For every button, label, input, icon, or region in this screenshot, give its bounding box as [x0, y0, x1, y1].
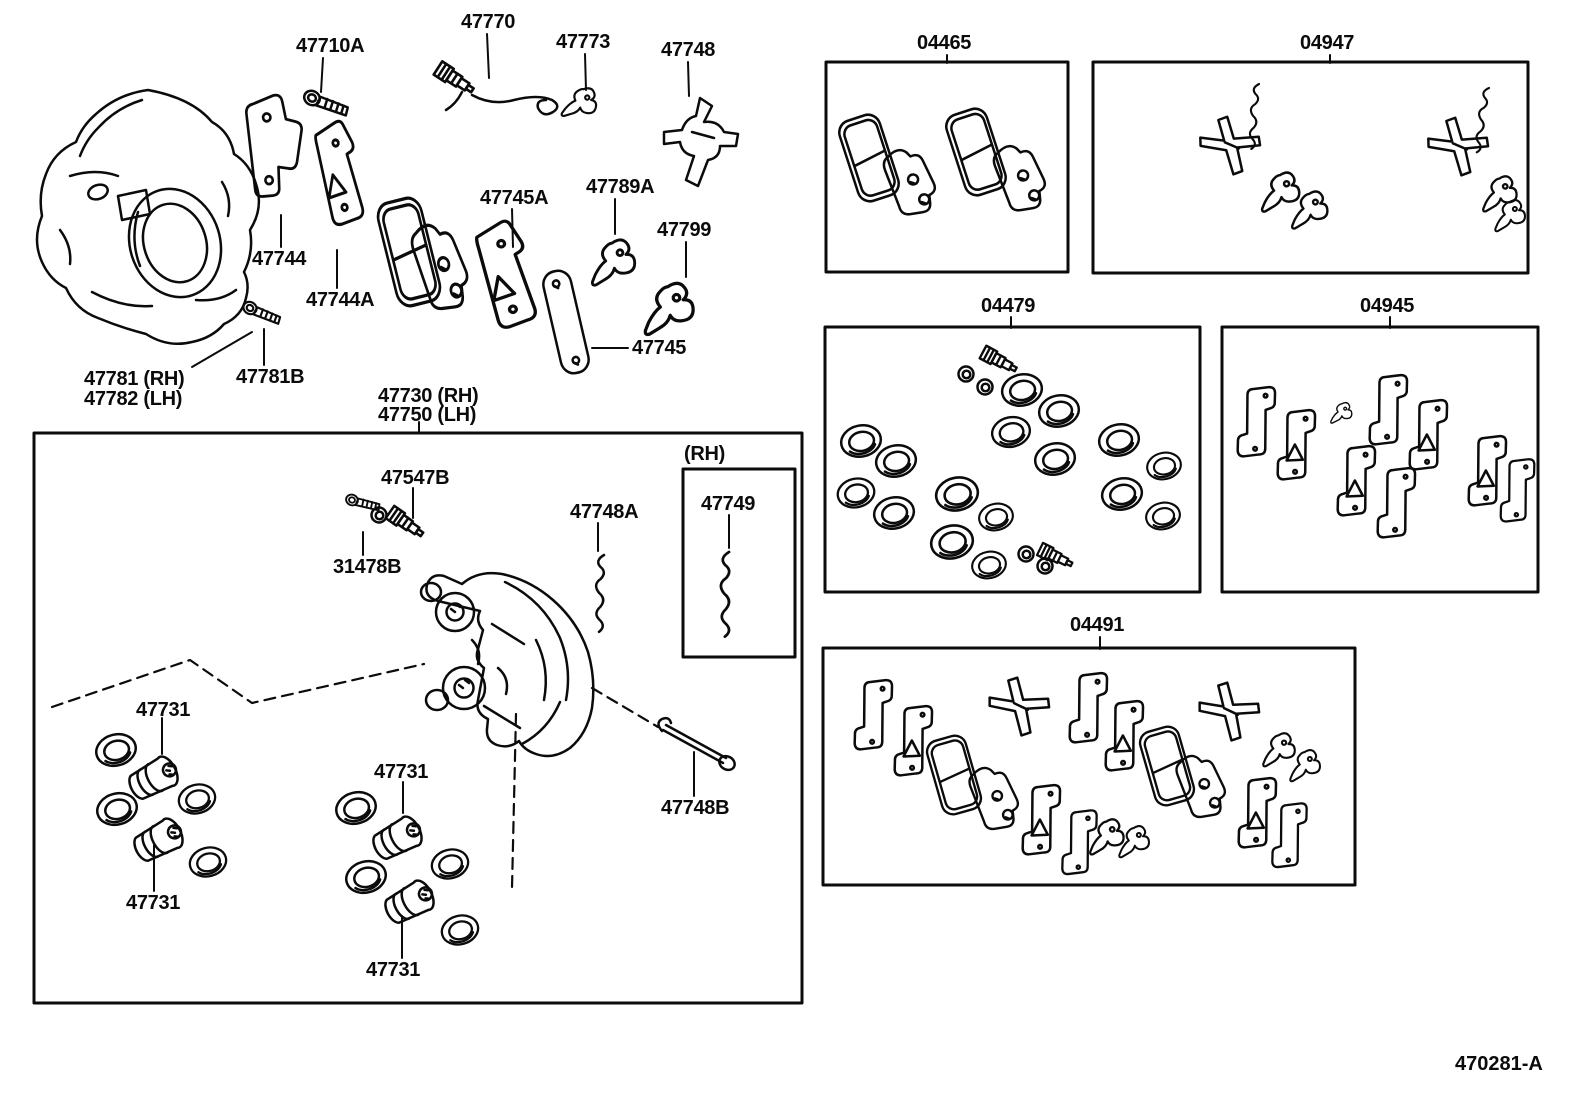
callout-47744A[interactable]: 47744A [306, 289, 375, 311]
kit-header-04945[interactable]: 04945 [1360, 295, 1415, 317]
callout-47782-lh[interactable]: 47782 (LH) [84, 388, 183, 410]
callout-31478B[interactable]: 31478B [333, 556, 402, 578]
callout-47745A[interactable]: 47745A [480, 187, 549, 209]
pad-stack-front-drawing [406, 217, 476, 315]
note-rh: (RH) [684, 443, 726, 465]
callout-47731-d[interactable]: 47731 [366, 959, 421, 981]
callout-47770[interactable]: 47770 [461, 11, 516, 33]
plate-47745A-drawing [472, 216, 539, 332]
callout-47744[interactable]: 47744 [252, 248, 307, 270]
plate-47745-drawing [539, 266, 593, 378]
pad-stack-back-drawing [373, 193, 445, 311]
callout-47731-a[interactable]: 47731 [136, 699, 191, 721]
callout-47748[interactable]: 47748 [661, 39, 716, 61]
bolt-47781B-drawing [240, 297, 283, 331]
caliper-47730-drawing [419, 571, 595, 758]
callout-47547B[interactable]: 47547B [381, 467, 450, 489]
kit-header-04947[interactable]: 04947 [1300, 32, 1355, 54]
clip-47799-drawing [639, 280, 697, 337]
callout-47799[interactable]: 47799 [657, 219, 712, 241]
figure-code: 470281-A [1455, 1053, 1543, 1075]
kit-box-outlines [32, 60, 1540, 1005]
clamp-47773-drawing [560, 83, 600, 123]
kit-header-04479[interactable]: 04479 [981, 295, 1036, 317]
callout-47745[interactable]: 47745 [632, 337, 687, 359]
callout-47773[interactable]: 47773 [556, 31, 611, 53]
callout-47731-b[interactable]: 47731 [126, 892, 181, 914]
callout-47730-rh[interactable]: 47730 (RH) [378, 385, 479, 407]
plate-47744-drawing [243, 91, 309, 199]
kit-04479-contents [833, 344, 1185, 583]
callout-47789A[interactable]: 47789A [586, 176, 655, 198]
callout-47781-rh[interactable]: 47781 (RH) [84, 368, 185, 390]
callout-47748B[interactable]: 47748B [661, 797, 730, 819]
clip-47789A-drawing [587, 237, 638, 287]
fitting-31478B-drawing [343, 490, 388, 524]
plate-47744A-drawing [312, 118, 366, 228]
callout-47710A[interactable]: 47710A [296, 35, 365, 57]
pin-47748B-drawing [657, 716, 736, 772]
callout-47731-c[interactable]: 47731 [374, 761, 429, 783]
wire-47748A-drawing [592, 553, 608, 634]
kit-header-04491[interactable]: 04491 [1070, 614, 1125, 636]
spring-47748-drawing [662, 96, 740, 188]
callout-47748A[interactable]: 47748A [570, 501, 639, 523]
kit-04491-contents [851, 668, 1322, 879]
kit-header-04465[interactable]: 04465 [917, 32, 972, 54]
callout-47750-lh[interactable]: 47750 (LH) [378, 404, 477, 426]
wear-indicator-47770-drawing [432, 60, 559, 116]
bleeder-47547B-drawing [384, 504, 428, 542]
kit-04465-contents [834, 104, 1052, 220]
dust-cover-drawing [35, 88, 261, 345]
bolt-47710A-drawing [300, 85, 351, 124]
callout-47749[interactable]: 47749 [701, 493, 756, 515]
kit-04945-contents [1234, 370, 1538, 542]
callout-47781B[interactable]: 47781B [236, 366, 305, 388]
wire-47749-drawing [717, 550, 734, 639]
piston-kit-cluster-right [331, 786, 483, 950]
kit-04947-contents [1193, 82, 1527, 233]
